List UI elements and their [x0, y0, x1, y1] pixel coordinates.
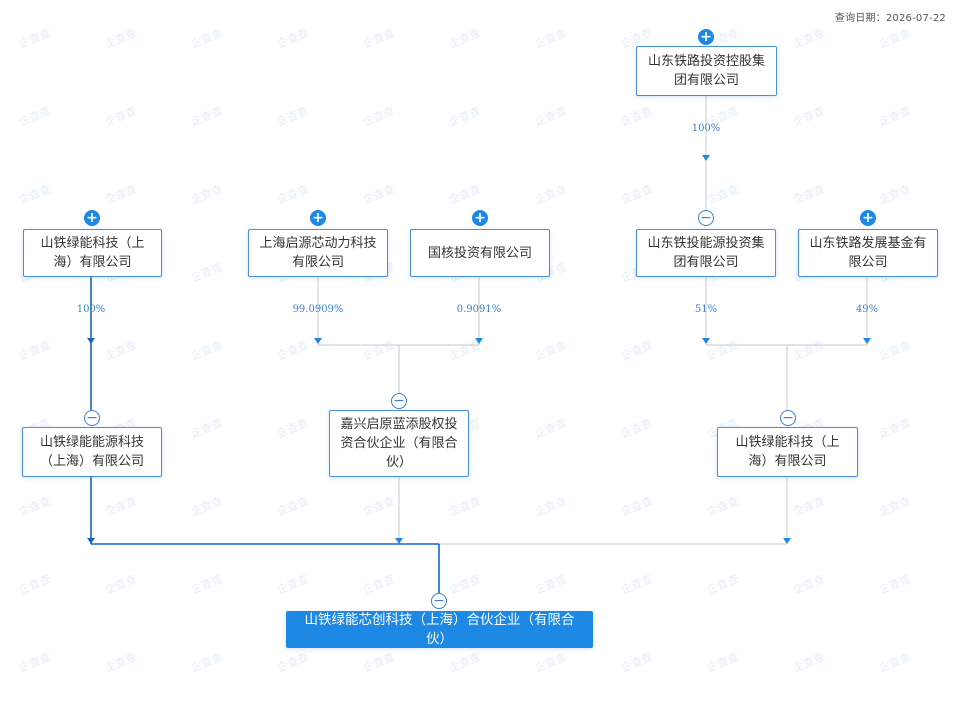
percentage-label: 0.9091%	[456, 304, 502, 315]
shareholder-node-sg-energy-shanghai-mid[interactable]: 山铁绿能科技（上海）有限公司	[717, 427, 858, 477]
arrow-icon	[702, 155, 710, 161]
shareholder-node-shandong-railway-fund[interactable]: 山东铁路发展基金有限公司	[798, 229, 938, 277]
shareholder-node-guohe-investment[interactable]: 国核投资有限公司	[410, 229, 550, 277]
expand-button[interactable]: +	[472, 210, 488, 226]
collapse-button[interactable]: −	[780, 410, 796, 426]
percentage-label: 100%	[76, 304, 106, 315]
shareholder-node-shandong-railway-holding[interactable]: 山东铁路投资控股集团有限公司	[636, 46, 777, 96]
arrow-icon	[863, 338, 871, 344]
expand-button[interactable]: +	[310, 210, 326, 226]
percentage-label: 100%	[691, 123, 721, 134]
expand-button[interactable]: +	[84, 210, 100, 226]
expand-button[interactable]: +	[860, 210, 876, 226]
arrow-icon	[87, 538, 95, 544]
arrow-icon	[314, 338, 322, 344]
shareholder-node-shandong-railway-energy[interactable]: 山东铁投能源投资集团有限公司	[636, 229, 776, 277]
collapse-button[interactable]: −	[698, 210, 714, 226]
collapse-button[interactable]: −	[84, 410, 100, 426]
expand-button[interactable]: +	[698, 29, 714, 45]
shareholder-node-shanghai-qiyuan-power[interactable]: 上海启源芯动力科技有限公司	[248, 229, 388, 277]
arrow-icon	[475, 338, 483, 344]
percentage-label: 51%	[694, 304, 718, 315]
collapse-button[interactable]: −	[431, 593, 447, 609]
query-date: 查询日期：2026-07-22	[834, 13, 946, 24]
percentage-label: 99.0909%	[292, 304, 344, 315]
arrow-icon	[783, 538, 791, 544]
percentage-label: 49%	[855, 304, 879, 315]
shareholder-node-sg-energy-source-shanghai[interactable]: 山铁绿能能源科技（上海）有限公司	[22, 427, 162, 477]
shareholder-node-jiaxing-qiyuan[interactable]: 嘉兴启原蓝添股权投资合伙企业（有限合伙）	[329, 410, 469, 477]
arrow-icon	[87, 338, 95, 344]
arrow-icon	[395, 538, 403, 544]
target-company-node[interactable]: 山铁绿能芯创科技（上海）合伙企业（有限合伙）	[286, 611, 593, 648]
shareholder-node-sg-energy-shanghai[interactable]: 山铁绿能科技（上海）有限公司	[23, 229, 162, 277]
arrow-icon	[702, 338, 710, 344]
collapse-button[interactable]: −	[391, 393, 407, 409]
